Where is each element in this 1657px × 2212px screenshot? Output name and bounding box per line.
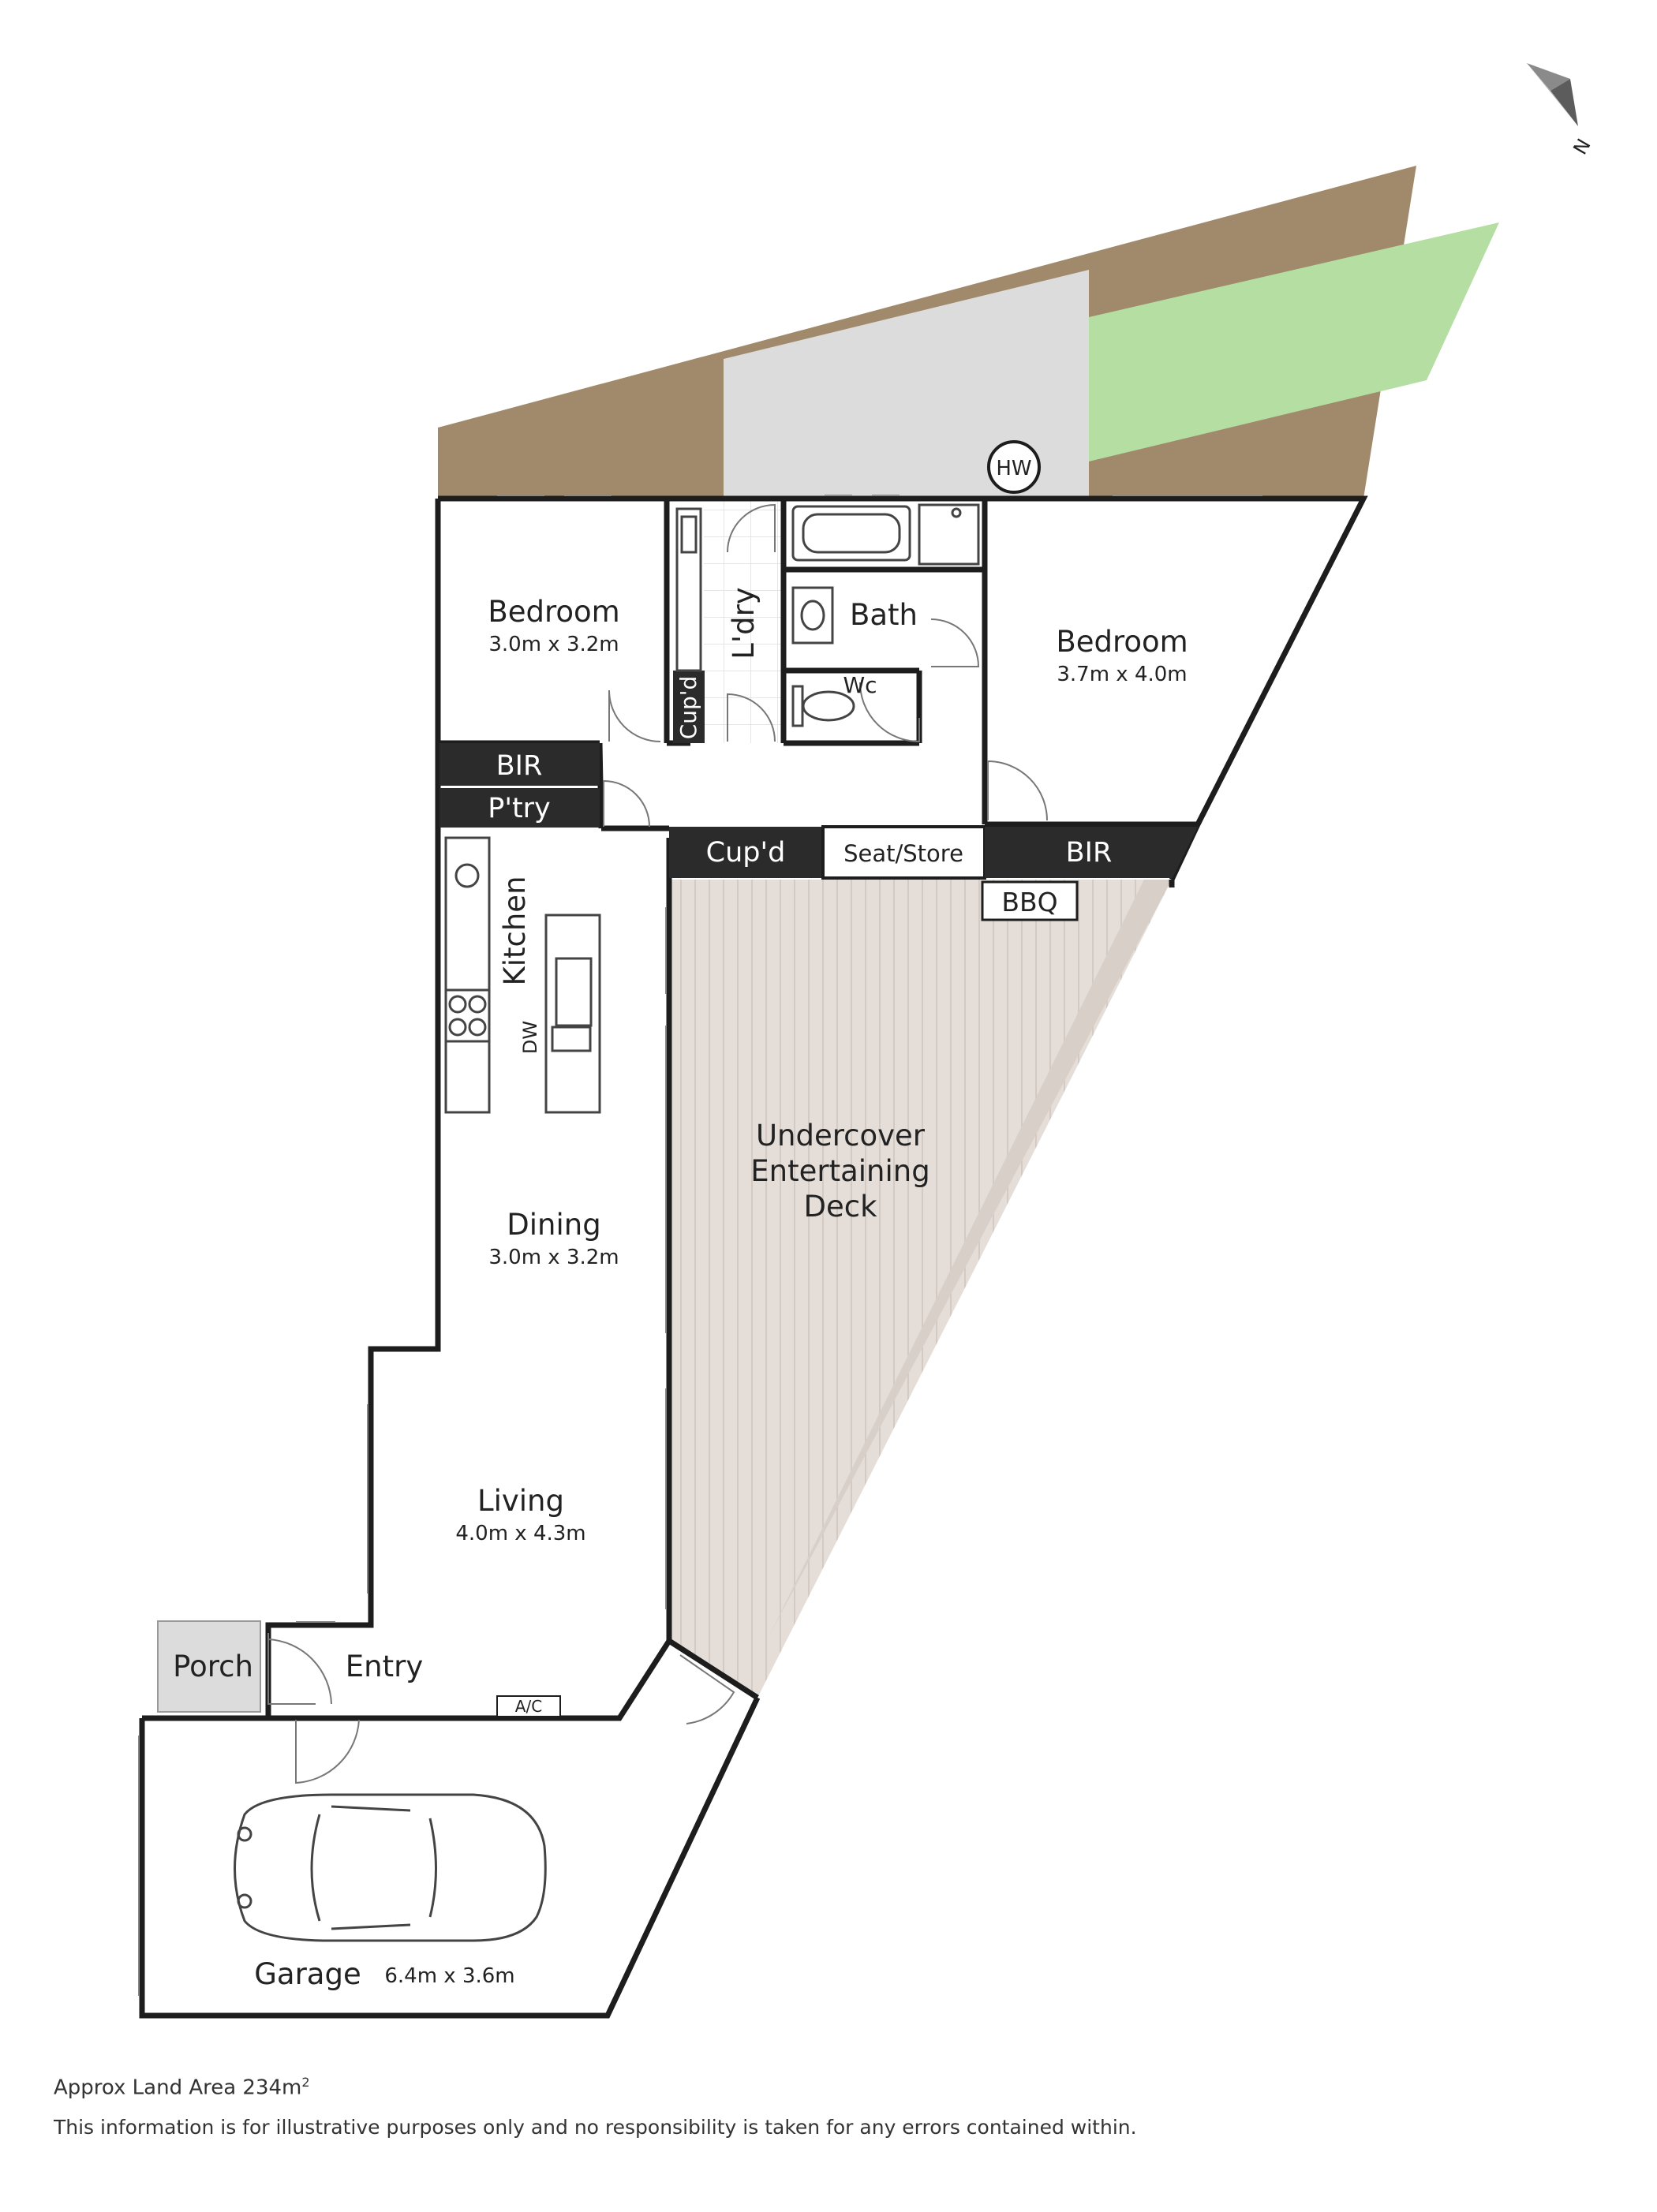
cupd-hall <box>669 827 823 878</box>
windows <box>138 495 1262 1996</box>
deck-line1: Undercover <box>756 1119 926 1153</box>
bbq-box <box>981 880 1079 921</box>
bir-bedroom1 <box>439 743 600 786</box>
deck-edge <box>769 880 1172 1635</box>
laundry-floor <box>704 499 783 743</box>
land-area-unit-superscript: 2 <box>301 2075 310 2090</box>
land-area-value: Approx Land Area 234m <box>54 2076 302 2100</box>
kitchen-bench <box>444 836 491 1114</box>
kitchen-island <box>544 914 601 1114</box>
wc-name: Wc <box>843 672 877 698</box>
cupd1-name: Cup'd <box>675 676 701 740</box>
deck-line2: Entertaining <box>750 1154 929 1188</box>
bir2-name: BIR <box>1066 837 1113 869</box>
hw-name: HW <box>996 457 1031 480</box>
bedroom2-size: 3.7m x 4.0m <box>1057 663 1187 686</box>
pantry-block <box>439 788 600 828</box>
ac-name: A/C <box>515 1697 542 1716</box>
laundry-tub-icon <box>675 507 702 672</box>
compass-label: N <box>1569 135 1595 159</box>
cupd2-name: Cup'd <box>706 837 786 869</box>
bir1-name: BIR <box>496 750 543 782</box>
cupd-laundry <box>673 671 705 743</box>
car-icon <box>234 1793 547 1942</box>
porch-floor <box>157 1620 261 1713</box>
garage-size: 6.4m x 3.6m <box>384 1964 514 1988</box>
pantry-name: P'try <box>488 793 551 824</box>
seat-store-name: Seat/Store <box>843 840 963 867</box>
bbq-name: BBQ <box>1001 887 1057 917</box>
hot-water-icon <box>987 440 1041 494</box>
toilet-icon <box>791 685 855 727</box>
bedroom1-name: Bedroom <box>488 595 619 629</box>
garage-name: Garage <box>254 1957 361 1991</box>
dw-name: DW <box>519 1021 541 1054</box>
deck-line3: Deck <box>803 1190 877 1224</box>
dining-name: Dining <box>507 1208 600 1242</box>
vanity-icon <box>791 586 834 645</box>
land-area-text: Approx Land Area 234m2 <box>54 2075 310 2100</box>
seat-store <box>821 825 986 880</box>
bedroom1-size: 3.0m x 3.2m <box>488 633 619 656</box>
porch-name: Porch <box>173 1650 253 1683</box>
living-size: 4.0m x 4.3m <box>455 1522 585 1545</box>
disclaimer-text: This information is for illustrative pur… <box>54 2116 1137 2139</box>
north-arrow-icon: N <box>1527 63 1595 159</box>
bath-name: Bath <box>850 598 918 632</box>
ac-unit <box>496 1695 561 1717</box>
bir-bedroom2 <box>985 827 1198 878</box>
paved-courtyard <box>724 270 1089 499</box>
shower-icon <box>918 503 980 566</box>
kitchen-name: Kitchen <box>498 876 532 985</box>
lawn-area <box>1089 222 1499 461</box>
living-name: Living <box>477 1484 564 1518</box>
bedroom2-name: Bedroom <box>1056 625 1188 659</box>
laundry-name: L'dry <box>727 587 761 659</box>
dining-size: 3.0m x 3.2m <box>488 1246 619 1269</box>
bathtub-icon <box>791 505 911 562</box>
entry-name: Entry <box>346 1650 423 1683</box>
doors <box>267 503 1048 1784</box>
